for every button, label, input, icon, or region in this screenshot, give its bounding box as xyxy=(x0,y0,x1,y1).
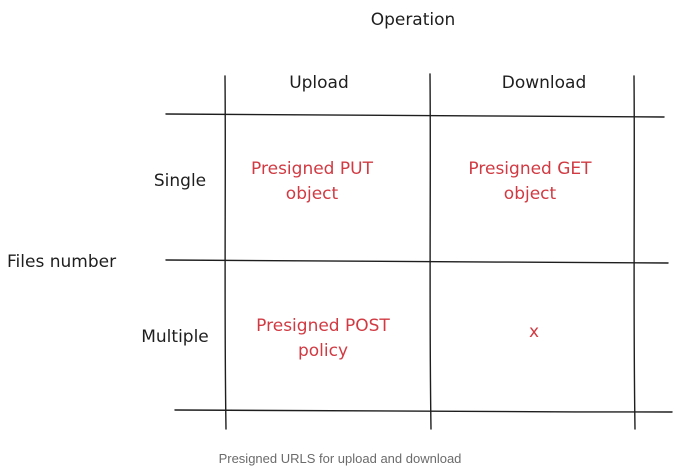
cell-line: policy xyxy=(298,341,348,361)
cell-multiple-download: x xyxy=(529,322,539,342)
cell-multiple-upload: Presigned POST policy xyxy=(256,316,390,361)
horizontal-line-middle xyxy=(165,259,669,264)
column-axis-label: Operation xyxy=(371,10,456,30)
vertical-line-middle xyxy=(429,73,432,430)
grid-lines xyxy=(165,73,673,430)
cell-single-upload: Presigned PUT object xyxy=(251,159,374,204)
row-axis-label: Files number xyxy=(7,252,116,272)
cell-line: Presigned GET xyxy=(468,159,592,179)
cell-line: object xyxy=(504,184,557,204)
figure-caption: Presigned URLS for upload and download xyxy=(219,451,462,466)
vertical-line-right xyxy=(633,75,636,430)
column-header-download: Download xyxy=(502,73,587,93)
cell-line: Presigned POST xyxy=(256,316,390,336)
horizontal-line-top xyxy=(165,113,665,118)
column-header-upload: Upload xyxy=(289,73,349,93)
row-header-single: Single xyxy=(154,171,206,191)
horizontal-line-bottom xyxy=(174,409,673,413)
cell-line: x xyxy=(529,322,539,342)
row-header-multiple: Multiple xyxy=(141,327,209,347)
vertical-line-left xyxy=(224,75,227,430)
cell-single-download: Presigned GET object xyxy=(468,159,592,204)
cell-line: Presigned PUT xyxy=(251,159,374,179)
cell-line: object xyxy=(286,184,339,204)
